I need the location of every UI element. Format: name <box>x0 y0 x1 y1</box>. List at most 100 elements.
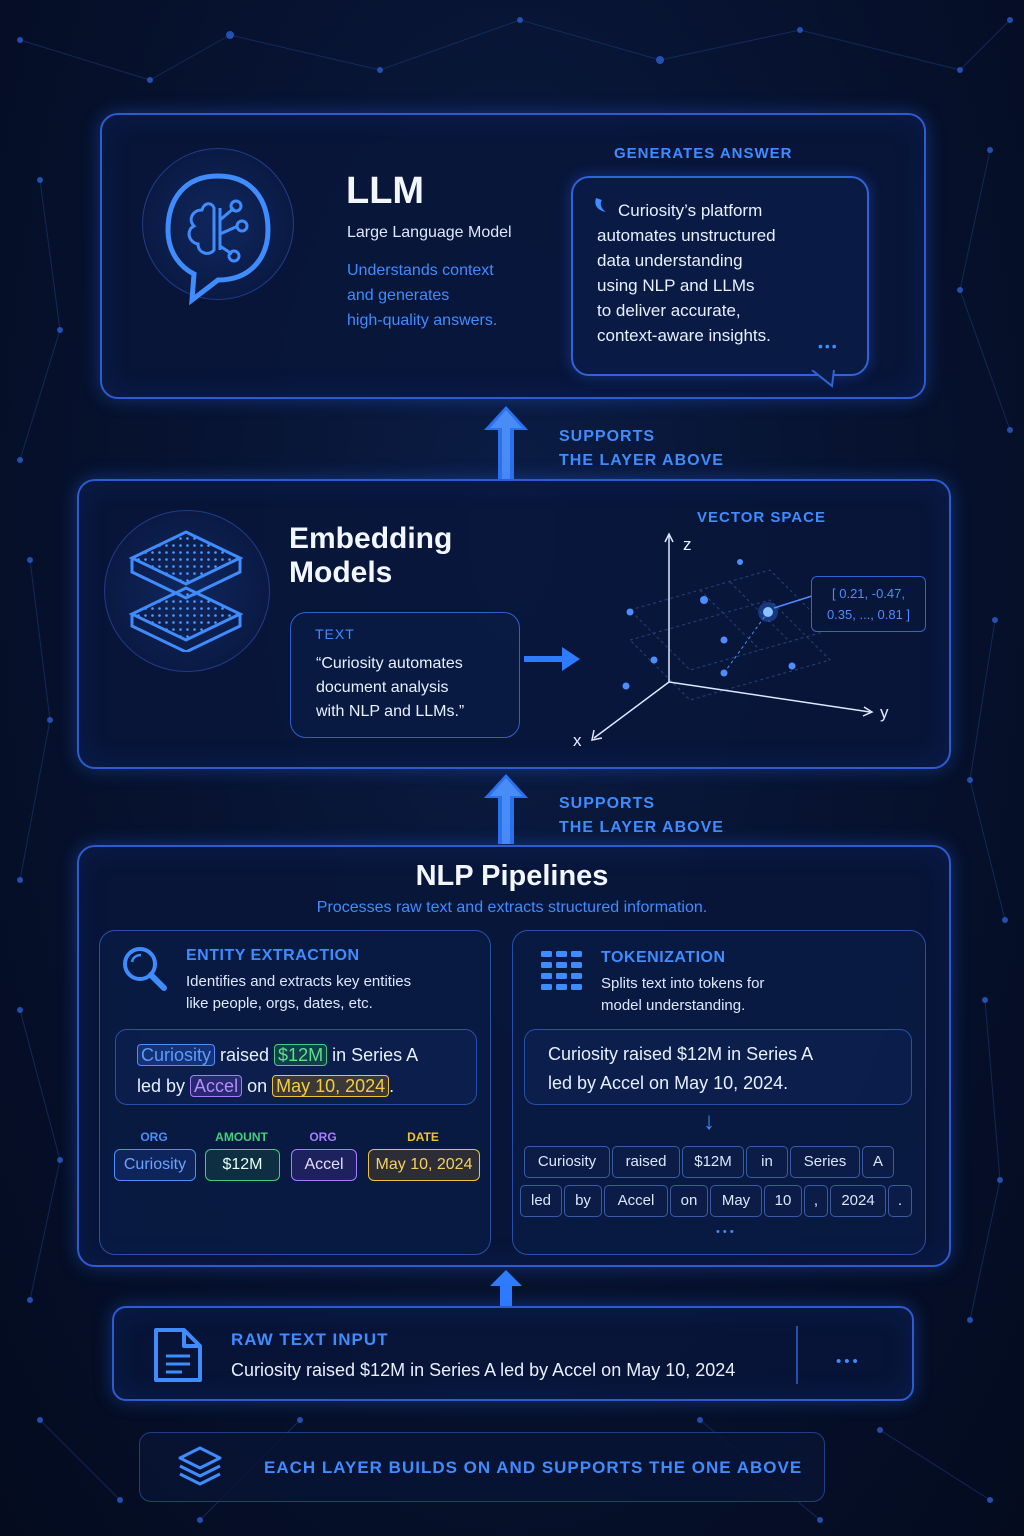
axis-x-label: x <box>573 731 582 750</box>
raw-input-divider <box>796 1326 798 1384</box>
raw-input-text: Curiosity raised $12M in Series A led by… <box>231 1360 736 1380</box>
sentence-text: . <box>389 1076 395 1096</box>
tokenization-desc-line: Splits text into tokens for <box>601 975 765 992</box>
tokenization-desc-line: model understanding. <box>601 997 746 1014</box>
token: led <box>520 1185 562 1217</box>
down-arrow-icon: ↓ <box>703 1108 715 1135</box>
connector-line: THE LAYER ABOVE <box>559 819 724 836</box>
entity-sentence-box <box>115 1029 477 1105</box>
connector-line: THE LAYER ABOVE <box>559 452 724 469</box>
axis-y-label: y <box>880 703 889 722</box>
footer-banner <box>139 1432 825 1502</box>
token-ellipsis: • • • <box>716 1226 734 1238</box>
llm-desc-line: high-quality answers. <box>347 312 498 329</box>
token: in <box>746 1146 788 1178</box>
quote-icon <box>595 198 606 212</box>
token: May <box>710 1185 762 1217</box>
vector-value-line: [ 0.21, -0.47, <box>832 586 905 601</box>
sentence-text: led by <box>137 1076 191 1096</box>
entity-title: ENTITY EXTRACTION <box>186 947 360 964</box>
entity-tag-date: May 10, 2024 <box>368 1149 480 1181</box>
vector-value-line: 0.35, ..., 0.81 ] <box>826 607 911 622</box>
llm-desc-line: and generates <box>347 287 450 304</box>
token: by <box>564 1185 602 1217</box>
text-card-line: document analysis <box>316 679 449 696</box>
up-arrow-icon <box>484 774 528 844</box>
nlp-subtitle: Processes raw text and extracts structur… <box>316 899 708 916</box>
llm-subtitle: Large Language Model <box>347 224 512 241</box>
token: Accel <box>604 1185 668 1217</box>
answer-ellipsis: ••• <box>818 338 839 354</box>
entity-desc-line: like people, orgs, dates, etc. <box>186 995 373 1012</box>
connector-label: SUPPORTS THE LAYER ABOVE <box>559 425 724 473</box>
token: 2024 <box>830 1185 886 1217</box>
answer-line: Curiosity’s platform <box>618 201 763 220</box>
tag-caption: AMOUNT <box>215 1130 268 1144</box>
tokenization-desc: Splits text into tokens for model unders… <box>601 973 764 1017</box>
token: $12M <box>682 1146 744 1178</box>
llm-desc-line: Understands context <box>347 262 494 279</box>
document-icon <box>154 1328 202 1382</box>
entity-highlight-org: Curiosity <box>137 1044 216 1066</box>
token-sentence-line: led by Accel on May 10, 2024. <box>548 1073 789 1093</box>
token: on <box>670 1185 708 1217</box>
token: . <box>888 1185 912 1217</box>
entity-highlight-org: Accel <box>190 1075 243 1097</box>
token-sentence-box <box>524 1029 912 1105</box>
up-arrow-icon <box>484 406 528 480</box>
answer-bubble <box>571 176 869 376</box>
more-icon[interactable]: ••• <box>836 1353 861 1370</box>
entity-desc-line: Identifies and extracts key entities <box>186 973 412 990</box>
bubble-tail <box>811 370 835 388</box>
grid-icon <box>541 951 582 990</box>
answer-line: automates unstructured <box>597 226 776 245</box>
right-arrow-icon <box>524 647 580 671</box>
embedding-title-line: Embedding <box>289 522 453 555</box>
text-card-label: TEXT <box>315 626 355 642</box>
generates-answer-label: GENERATES ANSWER <box>614 145 793 162</box>
token: , <box>804 1185 828 1217</box>
answer-line: to deliver accurate, <box>597 301 741 320</box>
magnifier-icon <box>123 947 167 991</box>
entity-highlight-date: May 10, 2024 <box>272 1075 390 1097</box>
text-card-line: “Curiosity automates <box>316 655 463 672</box>
llm-title: LLM <box>346 170 425 212</box>
token: Series <box>790 1146 860 1178</box>
entity-tag-amount: $12M <box>205 1149 280 1181</box>
token-sentence: Curiosity raised $12M in Series A led by… <box>548 1040 813 1098</box>
tag-caption: ORG <box>309 1130 337 1144</box>
tag-caption: ORG <box>140 1130 168 1144</box>
brain-chat-icon <box>165 173 271 306</box>
token: A <box>862 1146 894 1178</box>
tokenization-title: TOKENIZATION <box>601 949 726 966</box>
entity-tag-org: Accel <box>291 1149 357 1181</box>
sentence-text: in Series A <box>327 1045 419 1065</box>
llm-description: Understands context and generates high-q… <box>347 258 497 333</box>
tag-caption: DATE <box>407 1130 439 1144</box>
token: raised <box>612 1146 680 1178</box>
vector-space-label: VECTOR SPACE <box>697 509 826 526</box>
nlp-title: NLP Pipelines <box>415 860 609 892</box>
token: 10 <box>764 1185 802 1217</box>
layers-icon <box>178 1446 222 1486</box>
layers-stack-icon <box>128 530 244 652</box>
token-sentence-line: Curiosity raised $12M in Series A <box>548 1044 814 1064</box>
sentence-text: on <box>242 1076 273 1096</box>
entity-sentence: Curiosity raised $12M in Series A led by… <box>137 1040 418 1102</box>
up-arrow-icon <box>490 1270 522 1306</box>
connector-label: SUPPORTS THE LAYER ABOVE <box>559 792 724 840</box>
token: Curiosity <box>524 1146 610 1178</box>
entity-highlight-amount: $12M <box>274 1044 328 1066</box>
answer-text: Curiosity’s platform automates unstructu… <box>597 198 776 348</box>
text-card <box>290 612 520 738</box>
embedding-title: Embedding Models <box>289 522 452 590</box>
embedding-title-line: Models <box>289 556 393 589</box>
raw-input-label: RAW TEXT INPUT <box>231 1330 389 1349</box>
text-card-line: with NLP and LLMs.” <box>316 703 465 720</box>
answer-line: using NLP and LLMs <box>597 276 755 295</box>
connector-line: SUPPORTS <box>559 428 656 445</box>
vector-value-box: [ 0.21, -0.47, 0.35, ..., 0.81 ] <box>811 576 926 632</box>
vector-space-plot <box>591 532 874 741</box>
axis-z-label: z <box>683 535 692 554</box>
